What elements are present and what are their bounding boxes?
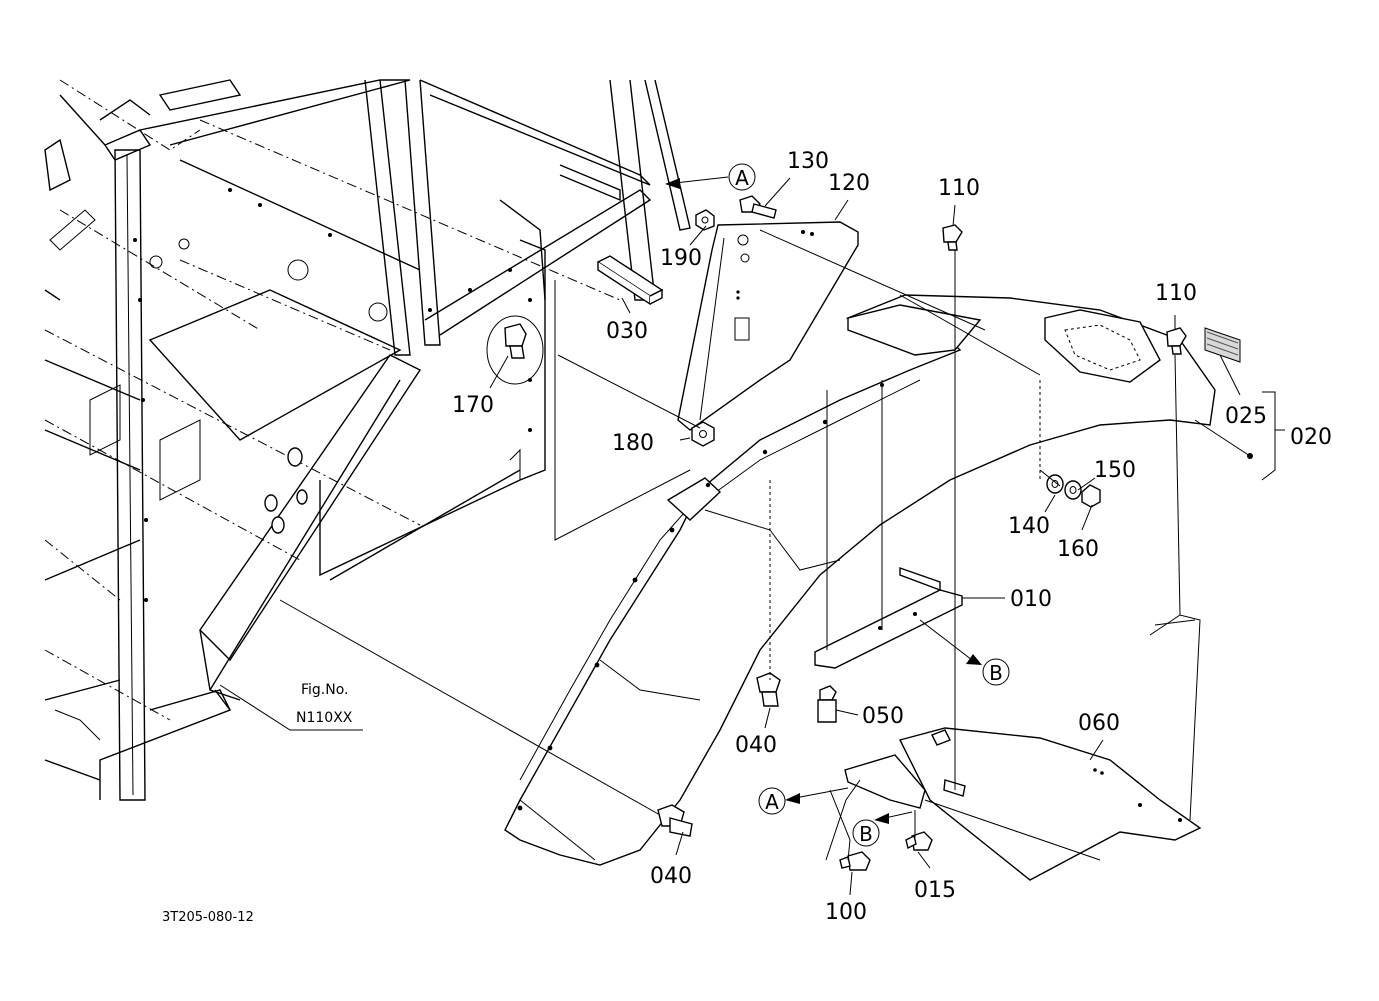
bolt-170 xyxy=(486,315,544,385)
fig-ref-line2: N110XX xyxy=(296,710,353,726)
bolt-015 xyxy=(905,831,933,851)
fender-020 xyxy=(504,294,1216,866)
label-040-upper: 040 xyxy=(735,733,777,758)
drawing-number: 3T205-080-12 xyxy=(162,910,254,925)
callout-labels: 130 120 190 030 170 180 110 110 025 020 … xyxy=(452,149,1332,925)
label-150: 150 xyxy=(1094,458,1136,483)
washer-140 xyxy=(1046,474,1064,494)
bolt-110-upper xyxy=(942,224,963,251)
label-140: 140 xyxy=(1008,514,1050,539)
label-180: 180 xyxy=(612,431,654,456)
washer-150 xyxy=(1064,480,1082,500)
label-020: 020 xyxy=(1290,425,1332,450)
label-110-upper: 110 xyxy=(938,176,980,201)
bolt-110-right xyxy=(1166,327,1187,355)
leaders xyxy=(219,177,1285,896)
bolt-040-lower xyxy=(657,804,693,837)
mount-bar-010 xyxy=(814,567,963,669)
label-060: 060 xyxy=(1078,711,1120,736)
label-025: 025 xyxy=(1225,404,1267,429)
marker-b-right: B xyxy=(989,661,1003,685)
fig-ref-line1: Fig.No. xyxy=(301,682,349,698)
label-160: 160 xyxy=(1057,537,1099,562)
skirt-060 xyxy=(844,727,1202,881)
label-170: 170 xyxy=(452,393,494,418)
marker-b-bottom: B xyxy=(859,822,873,846)
label-010: 010 xyxy=(1010,587,1052,612)
nut-160 xyxy=(1081,484,1101,508)
label-110-right: 110 xyxy=(1155,281,1197,306)
marker-a-top: A xyxy=(735,166,749,190)
label-100: 100 xyxy=(825,900,867,925)
bracket-plate-120 xyxy=(677,221,859,431)
label-130: 130 xyxy=(787,149,829,174)
label-050: 050 xyxy=(862,704,904,729)
nut-180 xyxy=(691,421,715,447)
marker-a-bottom: A xyxy=(765,790,779,814)
nut-190 xyxy=(695,209,715,231)
label-120: 120 xyxy=(828,171,870,196)
label-030: 030 xyxy=(606,319,648,344)
cab-frame xyxy=(44,79,691,801)
bolt-050 xyxy=(817,685,837,723)
label-015: 015 xyxy=(914,878,956,903)
bolt-130 xyxy=(739,195,777,219)
label-190: 190 xyxy=(660,246,702,271)
reference-markers: A B A B xyxy=(665,163,1010,847)
strip-030 xyxy=(596,255,664,306)
bolt-040-upper xyxy=(756,672,781,707)
label-040-lower: 040 xyxy=(650,864,692,889)
figure-reference: Fig.No. N110XX xyxy=(296,682,353,726)
bolt-100 xyxy=(839,851,871,871)
assembly-lines xyxy=(279,229,1201,861)
